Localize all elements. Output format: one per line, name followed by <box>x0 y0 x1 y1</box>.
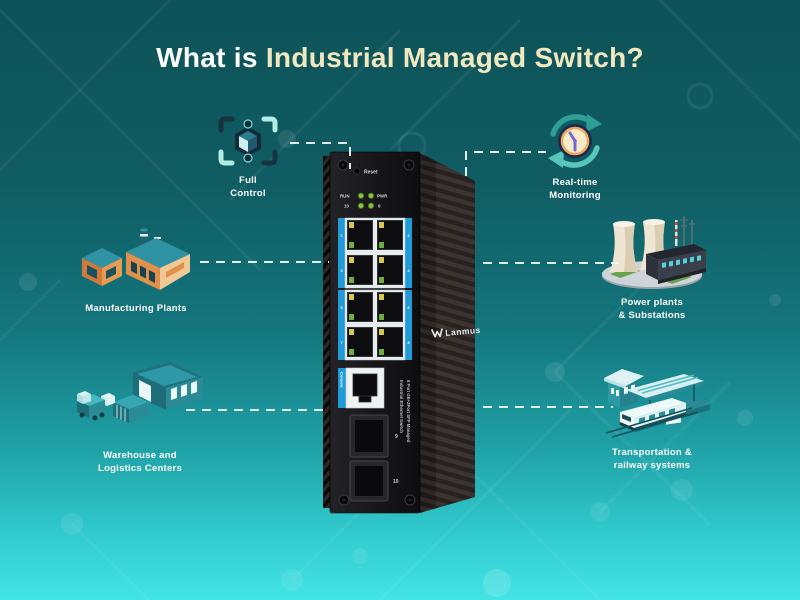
led-label-10: 10 <box>344 204 349 209</box>
port-6 <box>377 292 403 322</box>
port-8 <box>377 327 403 357</box>
railway-station-icon <box>604 369 710 438</box>
feature-label-manufacturing-plants: Manufacturing Plants <box>85 303 187 314</box>
port-5 <box>347 292 373 322</box>
console-port: Console <box>338 367 385 409</box>
model-text-line1: Industrial Ethernet Switch <box>399 380 404 433</box>
title-prefix: What is <box>156 42 266 73</box>
power-plant-icon <box>602 216 706 289</box>
led-label-pwr: PWR <box>377 194 388 199</box>
sfp-port-10: 10 <box>349 460 399 502</box>
port-3 <box>347 255 373 285</box>
feature-transportation-railway: Transportation & railway systems <box>592 356 712 473</box>
port-7 <box>347 327 373 357</box>
port-number-3: 3 <box>340 269 342 273</box>
port-number-6: 6 <box>407 306 409 310</box>
industrial-switch-device: Reset RUN PWR 10 9 1 2 3 4 <box>323 151 481 514</box>
port-1 <box>347 220 373 250</box>
page-title: What is Industrial Managed Switch? <box>0 42 800 74</box>
brand-name: Lanmus <box>445 325 481 338</box>
console-label: Console <box>340 372 345 389</box>
port-number-5: 5 <box>340 306 342 310</box>
sfp-label-9: 9 <box>395 434 398 440</box>
feature-label-warehouse-logistics: Warehouse and Logistics Centers <box>98 450 182 474</box>
model-text-line2: 8 Port GE+2Port SFP Managed <box>406 380 411 443</box>
feature-label-full-control: Full Control <box>230 175 266 199</box>
port-block-1: 1 2 3 4 <box>338 217 412 289</box>
port-2 <box>377 220 403 250</box>
warehouse-icon <box>77 362 203 423</box>
reset-label: Reset <box>364 170 378 176</box>
feature-label-real-time-monitoring: Real-time Monitoring <box>549 177 601 201</box>
status-led-block: RUN PWR 10 9 <box>340 192 388 209</box>
port-number-4: 4 <box>407 269 410 273</box>
feature-power-plants: Power plants & Substations <box>596 212 708 323</box>
title-highlight: Industrial Managed Switch? <box>265 42 644 73</box>
feature-manufacturing-plants: Manufacturing Plants <box>78 228 194 316</box>
led-pwr <box>367 192 375 199</box>
led-label-run: RUN <box>340 194 350 199</box>
reset-button <box>353 167 361 175</box>
sfp-port-9: 9 <box>349 414 398 458</box>
feature-warehouse-logistics: Warehouse and Logistics Centers <box>75 360 205 476</box>
port-4 <box>377 255 403 285</box>
clock-sync-icon <box>548 114 602 168</box>
switch-left-fins <box>323 156 330 508</box>
sfp-label-10: 10 <box>393 479 399 485</box>
factory-icon <box>82 228 190 290</box>
switch-heatsink-side <box>420 153 475 513</box>
led-10 <box>357 202 365 209</box>
control-target-icon <box>218 116 278 166</box>
port-number-7: 7 <box>340 341 342 345</box>
brand-logo: Lanmus <box>431 325 481 338</box>
led-9 <box>367 202 375 209</box>
port-number-8: 8 <box>407 341 409 345</box>
brand-mark-icon <box>431 328 443 338</box>
led-label-9: 9 <box>378 204 381 209</box>
feature-full-control: Full Control <box>213 112 283 201</box>
feature-label-transportation-railway: Transportation & railway systems <box>611 447 692 471</box>
feature-real-time-monitoring: Real-time Monitoring <box>540 110 610 203</box>
feature-label-power-plants: Power plants & Substations <box>618 297 686 321</box>
port-number-2: 2 <box>407 234 409 238</box>
port-number-1: 1 <box>340 234 342 238</box>
led-run <box>357 192 365 199</box>
port-block-2: 5 6 7 8 <box>338 289 412 361</box>
